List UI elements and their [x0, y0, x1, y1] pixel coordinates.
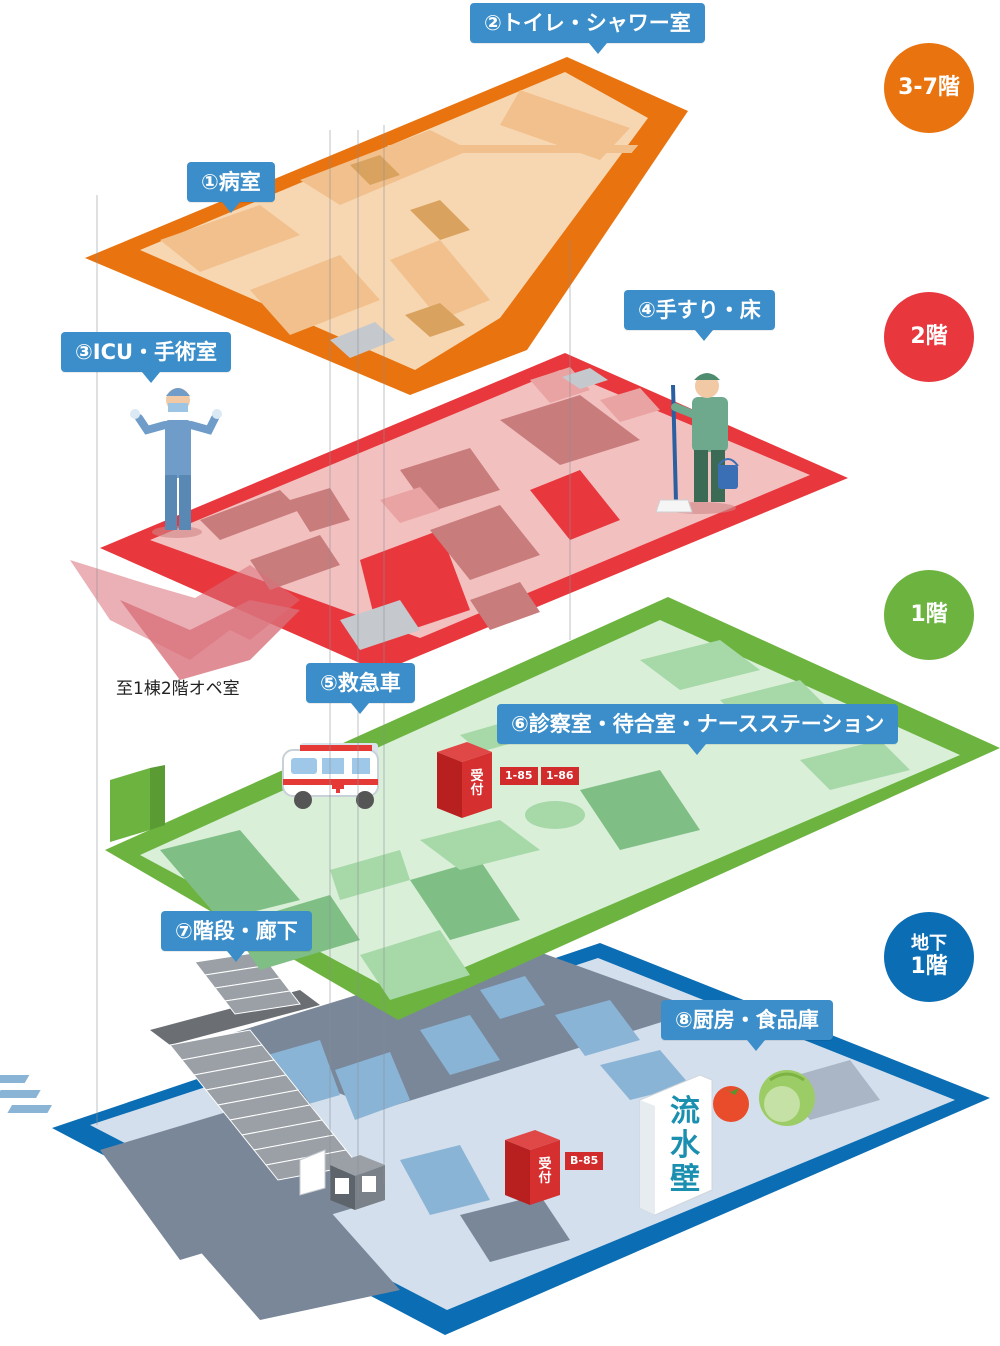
- room-1-86-tag: 1-86: [541, 767, 579, 785]
- floor-badge-b1: 地下 1階: [884, 912, 974, 1002]
- callout-exam-waiting-nurse-station-label: ⑥診察室・待合室・ナースステーション: [511, 712, 885, 736]
- reception-b1-label: 受付: [538, 1157, 552, 1186]
- cleaner-icon: [655, 373, 739, 514]
- callout-toilet-shower[interactable]: ②トイレ・シャワー室: [470, 3, 705, 54]
- floor-badge-b1-line1: 地下: [911, 933, 947, 954]
- callout-icu-operating-room-label: ③ICU・手術室: [75, 340, 218, 364]
- floor-badge-3-7-label: 3-7階: [898, 75, 960, 100]
- tomato-icon: [713, 1086, 749, 1122]
- floor-badge-1: 1階: [884, 570, 974, 660]
- reception-1f-label: 受付: [470, 769, 484, 798]
- surgeon-icon: [130, 388, 222, 538]
- sink-sign: [639, 1074, 713, 1216]
- sink-sign-label: 流水壁: [670, 1094, 700, 1197]
- callout-kitchen-pantry-label: ⑧厨房・食品庫: [675, 1008, 819, 1032]
- to-building1-label: 至1棟2階オペ室: [116, 679, 240, 699]
- floor-b1-plan: [0, 943, 990, 1335]
- floor-badge-2-label: 2階: [910, 324, 948, 349]
- room-b-85-tag: B-85: [565, 1152, 604, 1170]
- callout-patient-room-label: ①病室: [201, 170, 261, 194]
- reception-kiosk-icon: [505, 1130, 560, 1205]
- callout-ambulance-label: ⑤救急車: [320, 671, 401, 695]
- callout-handrail-floor-label: ④手すり・床: [638, 298, 761, 322]
- callout-patient-room[interactable]: ①病室: [187, 162, 275, 213]
- cabbage-icon: [759, 1070, 815, 1126]
- callout-handrail-floor[interactable]: ④手すり・床: [624, 290, 775, 341]
- callout-kitchen-pantry[interactable]: ⑧厨房・食品庫: [661, 1000, 833, 1051]
- staircase-icon: [150, 951, 359, 1196]
- floor-3-7f-plan: [85, 57, 688, 395]
- callout-ambulance[interactable]: ⑤救急車: [306, 663, 415, 714]
- arrow-to-building1: [70, 560, 300, 680]
- callout-toilet-shower-label: ②トイレ・シャワー室: [484, 11, 691, 35]
- reception-kiosk-1f-icon: [437, 742, 492, 818]
- callout-stairs-corridor-label: ⑦階段・廊下: [175, 919, 298, 943]
- room-1-85-tag: 1-85: [500, 767, 538, 785]
- callout-icu-operating-room[interactable]: ③ICU・手術室: [61, 332, 232, 383]
- floor-badge-b1-line2: 1階: [910, 954, 948, 979]
- floor-badge-1-label: 1階: [910, 602, 948, 627]
- floor-badge-3-7: 3-7階: [884, 43, 974, 133]
- callout-exam-waiting-nurse-station[interactable]: ⑥診察室・待合室・ナースステーション: [497, 704, 899, 755]
- floor-badge-2: 2階: [884, 292, 974, 382]
- callout-stairs-corridor[interactable]: ⑦階段・廊下: [161, 911, 312, 962]
- elevator-icon: [330, 1155, 385, 1210]
